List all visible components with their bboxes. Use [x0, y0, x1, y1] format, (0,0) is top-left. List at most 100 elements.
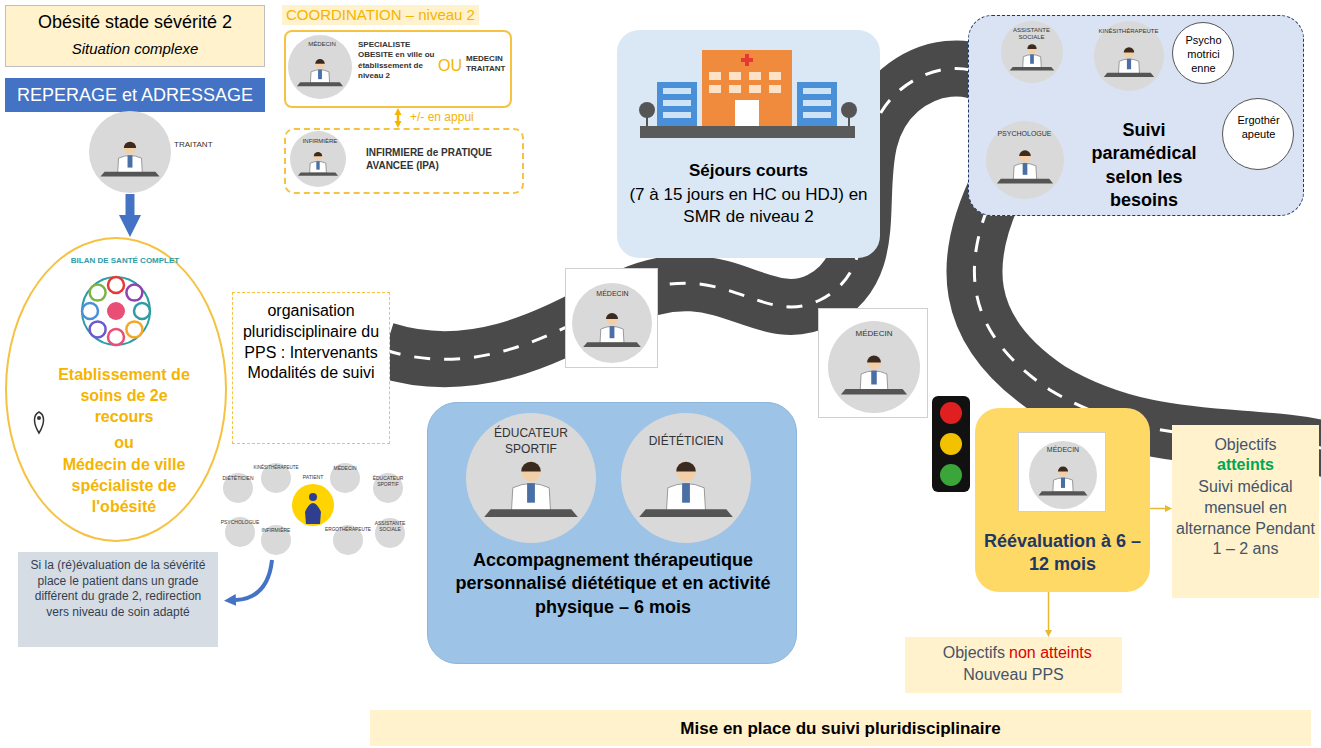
- person-icon: [466, 413, 596, 543]
- redirect-note: Si la (ré)évaluation de la sévérité plac…: [18, 552, 218, 647]
- team-label: KINÉSITHÉRAPEUTE: [253, 465, 299, 470]
- review-box: Réévaluation à 6 – 12 moisMÉDECIN: [975, 408, 1150, 592]
- doctor-icon: TRAITANT: [88, 110, 172, 194]
- node-text: organisation pluridisciplinaire du PPS :…: [239, 301, 383, 384]
- person-icon: [639, 509, 733, 517]
- hospital-picture: [803, 100, 831, 106]
- person-icon: [986, 121, 1064, 199]
- person-icon: [1058, 467, 1068, 472]
- outcome-box: Objectifsnon atteintsNouveau PPS: [905, 637, 1122, 693]
- node-text: MÉDECIN: [586, 289, 639, 298]
- node-text: Nouveau PPS: [905, 665, 1122, 686]
- team-label: ASSISTANTE SOCIALE: [367, 520, 413, 532]
- hospital-picture: [639, 102, 655, 118]
- person-icon: [1053, 478, 1073, 492]
- person-icon: [621, 413, 751, 543]
- person-icon: [316, 161, 319, 169]
- health-check-logo: [108, 329, 124, 345]
- hospital-picture: [663, 88, 691, 94]
- person-icon: [124, 142, 136, 154]
- person-icon: [1039, 491, 1088, 495]
- connector-arrow: [397, 115, 400, 121]
- health-check-logo: [90, 321, 106, 337]
- node-text: OU: [436, 56, 464, 77]
- node-text: Si la (ré)évaluation de la sévérité plac…: [24, 558, 212, 620]
- person-icon: [621, 413, 751, 543]
- node-text: Médecin de ville spécialiste de l'obésit…: [43, 455, 205, 517]
- node-text: Objectifs: [1176, 435, 1315, 456]
- team-cluster: [309, 493, 317, 501]
- hospital-picture: [749, 85, 761, 93]
- person-icon: [1061, 478, 1065, 488]
- person-icon: [1123, 47, 1134, 58]
- person-icon: [1013, 163, 1036, 179]
- node-text: MÉDECIN: [298, 41, 346, 49]
- traffic-light: [940, 433, 962, 455]
- pps-note: organisation pluridisciplinaire du PPS :…: [232, 292, 390, 444]
- node-text: MÉDECIN: [1039, 445, 1087, 454]
- person-icon: [89, 111, 171, 193]
- person-icon: [867, 356, 881, 363]
- icon-art: [620, 412, 752, 544]
- person-icon: [466, 413, 596, 543]
- person-icon: [828, 321, 920, 413]
- connector-arrow: [1048, 592, 1050, 630]
- icon-art: [1019, 433, 1107, 513]
- person-icon: [986, 121, 1064, 199]
- psychomotor-circle: Psychomotricienne: [1172, 22, 1234, 84]
- person-icon: [1118, 58, 1139, 73]
- person-icon: [315, 59, 325, 64]
- node-text: non atteints: [1009, 643, 1117, 664]
- person-icon: [1094, 21, 1164, 91]
- person-icon: [676, 462, 696, 472]
- health-check-logo: [37, 416, 41, 420]
- node-text: TRAITANT: [174, 140, 236, 150]
- connector-arrow: [126, 194, 135, 215]
- hospital-picture: [841, 102, 857, 118]
- person-icon: [521, 462, 541, 482]
- person-icon: [860, 371, 888, 390]
- team-label: PSYCHOLOGUE: [217, 519, 263, 525]
- team-label: INFIRMIÈRE: [253, 527, 299, 533]
- health-check-logo: [126, 285, 142, 301]
- person-icon: [1019, 150, 1031, 156]
- assessment-circle: Etablissement de soins de 2e recoursouMé…: [5, 237, 227, 542]
- person-icon: [1027, 44, 1036, 49]
- person-icon: [310, 70, 329, 83]
- psychologist-icon: PSYCHOLOGUE: [985, 120, 1065, 200]
- redirect-arrow: [236, 560, 272, 600]
- person-icon: [512, 484, 551, 511]
- team-label: ÉDUCATEUR SPORTIF: [365, 475, 411, 487]
- hospital-picture: [797, 82, 837, 126]
- person-icon: [828, 321, 920, 413]
- health-check-logo: [108, 277, 124, 293]
- node-text: ASSISTANTE SOCIALE: [1006, 27, 1058, 43]
- person-icon: [290, 131, 346, 187]
- coordinator-box: MÉDECINSPECIALISTE OBESITE en ville ou é…: [284, 30, 512, 108]
- team-cluster: [292, 484, 334, 526]
- person-icon: [867, 356, 881, 370]
- traffic-light: [940, 464, 962, 486]
- person-icon: [314, 152, 322, 156]
- physio-icon: KINÉSITHÉRAPEUTE: [1093, 20, 1165, 92]
- person-icon: [1123, 47, 1134, 52]
- person-icon: [128, 155, 133, 167]
- title-box: Obésité stade sévérité 2Situation comple…: [5, 5, 265, 67]
- logo-caption: BILAN DE SANTÉ COMPLET: [62, 256, 188, 266]
- hospital-picture: [663, 100, 691, 106]
- icon-art: [566, 269, 659, 369]
- hospital-picture: [735, 100, 759, 126]
- person-icon: [676, 462, 696, 482]
- person-icon: [484, 509, 578, 517]
- health-check-logo: [126, 321, 142, 337]
- person-icon: [1001, 21, 1063, 83]
- node-text: Psychomotricienne: [1185, 33, 1223, 76]
- node-text: Suivi médical mensuel en alternance Pend…: [1176, 477, 1315, 560]
- hospital-picture: [702, 50, 792, 126]
- person-icon: [1027, 44, 1036, 53]
- node-text: Situation complexe: [6, 39, 264, 59]
- edge-label: +/- en appui: [408, 110, 476, 124]
- paramedical-box: Suivi paramédical selon les besoinsASSIS…: [968, 15, 1304, 216]
- person-icon: [667, 484, 706, 511]
